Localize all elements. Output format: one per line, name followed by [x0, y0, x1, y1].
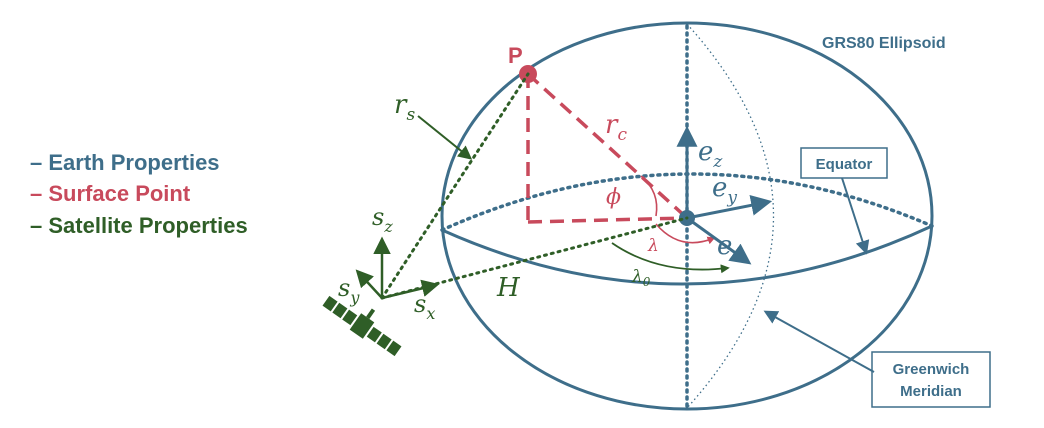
legend-earth: – Earth Properties [30, 150, 220, 175]
s-x-label: sx [414, 290, 435, 323]
h-label: H [496, 273, 521, 303]
legend-surface: – Surface Point [30, 181, 191, 206]
s-y-label: sy [338, 274, 360, 307]
lambda0-label: λ0 [631, 267, 651, 289]
ellipsoid-outline [440, 21, 934, 411]
surface-point-geometry: P rc ϕ λ [508, 43, 716, 256]
equator-label: Equator [816, 156, 873, 173]
satellite-icon [322, 295, 402, 357]
phi-label: ϕ [606, 185, 621, 210]
satellite-vectors: rs H [380, 72, 689, 303]
meridian-callout: Greenwich Meridian [763, 310, 991, 408]
earth-frame: ez ey ex [676, 125, 773, 266]
e-y-label: ey [712, 173, 737, 208]
meridian-label-line2: Meridian [900, 383, 962, 400]
lambda-label: λ [647, 236, 659, 256]
e-z-label: ez [698, 137, 723, 172]
legend: – Earth Properties – Surface Point – Sat… [30, 150, 248, 238]
lambda0-arc [611, 242, 730, 274]
legend-satellite: – Satellite Properties [30, 213, 248, 238]
equator-callout: Equator [800, 147, 888, 255]
r-c-label: rc [605, 110, 627, 145]
greenwich-meridian [686, 23, 775, 409]
ellipsoid-label: GRS80 Ellipsoid [822, 35, 946, 52]
e-x-label: ex [717, 231, 742, 266]
point-p-label: P [508, 43, 523, 68]
s-z-label: sz [372, 203, 393, 236]
satellite-frame: sz sy sx [338, 203, 440, 323]
meridian-label-line1: Greenwich [893, 361, 970, 378]
r-s-label: rs [394, 90, 415, 125]
